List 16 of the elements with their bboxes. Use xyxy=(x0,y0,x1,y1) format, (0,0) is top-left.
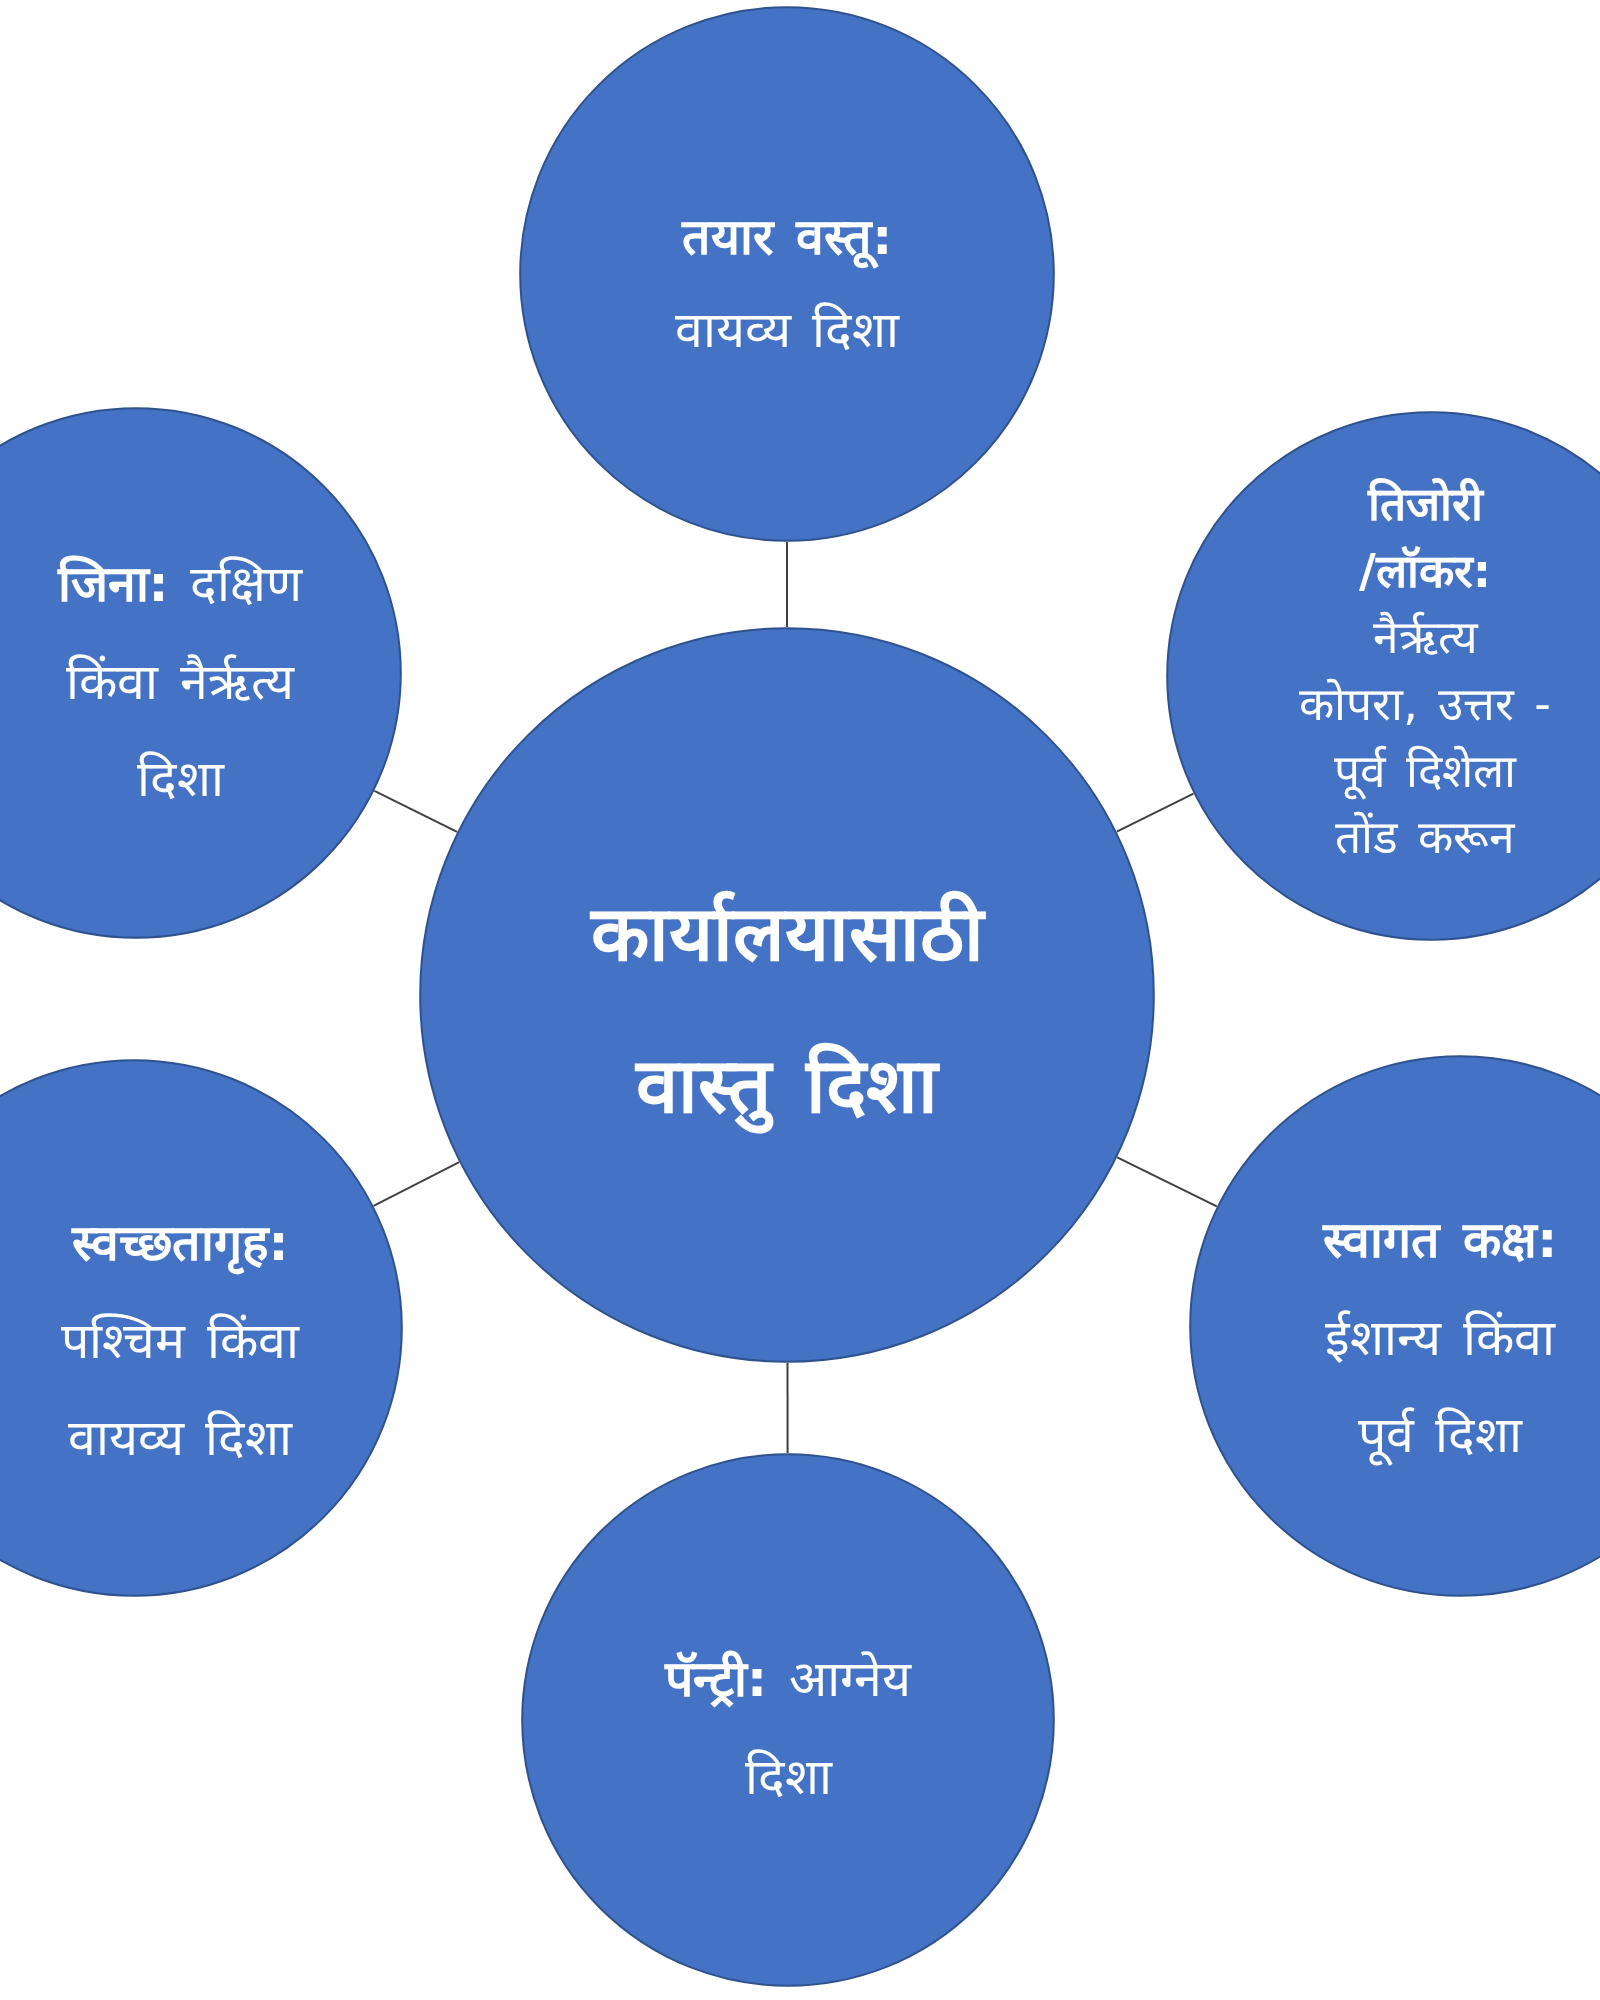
topic-label: जिना: दक्षिण किंवा नैर्ऋत्य दिशा xyxy=(56,553,304,810)
center-label: कार्यालयासाठी वास्तु दिशा xyxy=(589,858,985,1162)
topic-circle xyxy=(521,1453,1055,1987)
connector-line xyxy=(1115,792,1195,833)
topic-label: स्वच्छतागृह: पश्चिम किंवा वायव्य दिशा xyxy=(60,1212,300,1469)
topic-label: तिजोरी /लॉकर: नैर्ऋत्य कोपरा, उत्तर - पूर्व दिशेला तोंड करून xyxy=(1298,475,1552,867)
connector-line xyxy=(786,541,788,628)
connector-line xyxy=(372,1161,461,1207)
connector-line xyxy=(786,1362,789,1454)
topic-label: पॅन्ट्री: आग्नेय दिशा xyxy=(664,1648,912,1807)
connector-line xyxy=(373,789,459,833)
topic-label: स्वागत कक्ष: ईशान्य किंवा पूर्व दिशा xyxy=(1321,1209,1559,1468)
connector-line xyxy=(1116,1156,1218,1208)
topic-circle xyxy=(519,6,1055,542)
center-circle xyxy=(419,627,1155,1363)
topic-label: तयार वस्तू: वायव्य दिशा xyxy=(673,207,901,361)
